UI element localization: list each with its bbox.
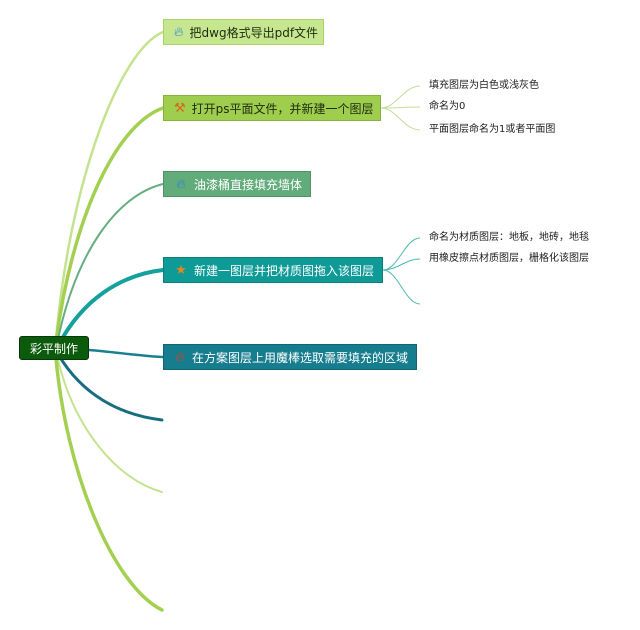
child-node-4-1[interactable]: 命名为材质图层：地板，地砖，地毯	[429, 232, 589, 243]
flame-icon: 🔥︎	[175, 349, 185, 365]
connector-child-2-2	[380, 106, 421, 109]
branch-node-2[interactable]: ⚒ 打开ps平面文件，并新建一个图层	[163, 95, 381, 121]
connector-child-2-1	[380, 85, 421, 109]
branch-node-3[interactable]: 🔥︎ 油漆桶直接填充墙体	[163, 171, 311, 197]
connector-child-4-1	[382, 237, 421, 271]
connector-branch-5	[87, 348, 165, 359]
connectors-branch-2-children	[380, 85, 421, 131]
connector-child-4-2	[382, 258, 421, 271]
child-node-4-2[interactable]: 用橡皮擦点材质图层，栅格化该图层	[429, 253, 589, 264]
connector-branch-1	[54, 30, 165, 342]
branch-node-5[interactable]: 🔥︎ 在方案图层上用魔棒选取需要填充的区域	[163, 344, 417, 370]
child-node-2-3[interactable]: 平面图层命名为1或者平面图	[429, 124, 556, 135]
connector-empty-branch-3	[54, 356, 164, 612]
connector-empty-branch-2	[56, 355, 163, 493]
branch-node-4[interactable]: ★ 新建一图层并把材质图拖入该图层	[163, 257, 383, 283]
child-node-2-2[interactable]: 命名为0	[429, 101, 466, 112]
root-node[interactable]: 彩平制作	[19, 336, 89, 360]
connectors-branch-4-children	[382, 237, 421, 305]
connector-child-4-3	[382, 269, 421, 305]
branch-label: 把dwg格式导出pdf文件	[189, 25, 319, 40]
branch-node-1[interactable]: 🔥︎ 把dwg格式导出pdf文件	[163, 19, 324, 45]
star-icon: ★	[175, 262, 187, 278]
branch-label: 打开ps平面文件，并新建一个图层	[191, 101, 374, 116]
connector-empty-branch-1	[56, 352, 164, 422]
branch-label: 新建一图层并把材质图拖入该图层	[193, 263, 374, 278]
tools-icon: ⚒	[174, 100, 186, 116]
connector-child-2-3	[380, 107, 421, 131]
connector-branch-3	[56, 183, 164, 345]
connector-branch-4	[56, 268, 165, 348]
flame-icon: 🔥︎	[176, 176, 186, 192]
connector-branch-2	[54, 106, 165, 344]
child-node-2-1[interactable]: 填充图层为白色或浅灰色	[429, 80, 539, 91]
flame-icon: 🔥︎	[174, 24, 184, 40]
branch-label: 油漆桶直接填充墙体	[193, 177, 302, 192]
branch-label: 在方案图层上用魔棒选取需要填充的区域	[191, 350, 408, 365]
